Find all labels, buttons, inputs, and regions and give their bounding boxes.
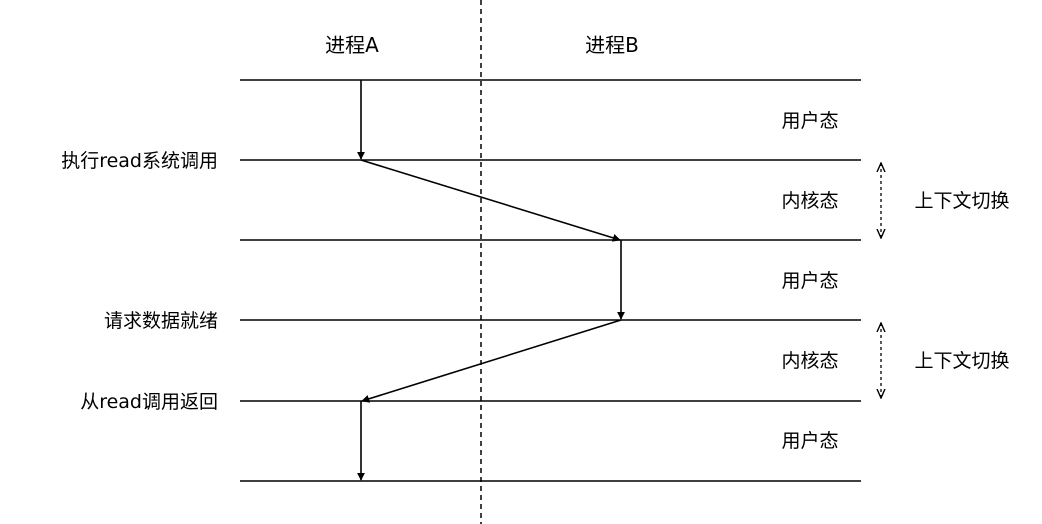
event-data-ready: 请求数据就绪: [104, 310, 218, 332]
context-switch-label-1: 上下文切换: [914, 190, 1009, 212]
process-b-header: 进程B: [585, 33, 639, 57]
state-kernel-1: 内核态: [781, 190, 838, 212]
event-exec-read: 执行read系统调用: [61, 150, 218, 172]
context-switch-label-2: 上下文切换: [914, 350, 1009, 372]
state-user-2: 用户态: [781, 270, 838, 292]
flow-arrow-b-to-a: [361, 319, 622, 403]
process-a-header: 进程A: [325, 33, 379, 57]
state-kernel-2: 内核态: [781, 350, 838, 372]
event-return-read: 从read调用返回: [80, 391, 218, 413]
flow-arrow-a-to-b: [360, 159, 621, 242]
state-user-1: 用户态: [781, 110, 838, 132]
state-user-3: 用户态: [781, 430, 838, 452]
